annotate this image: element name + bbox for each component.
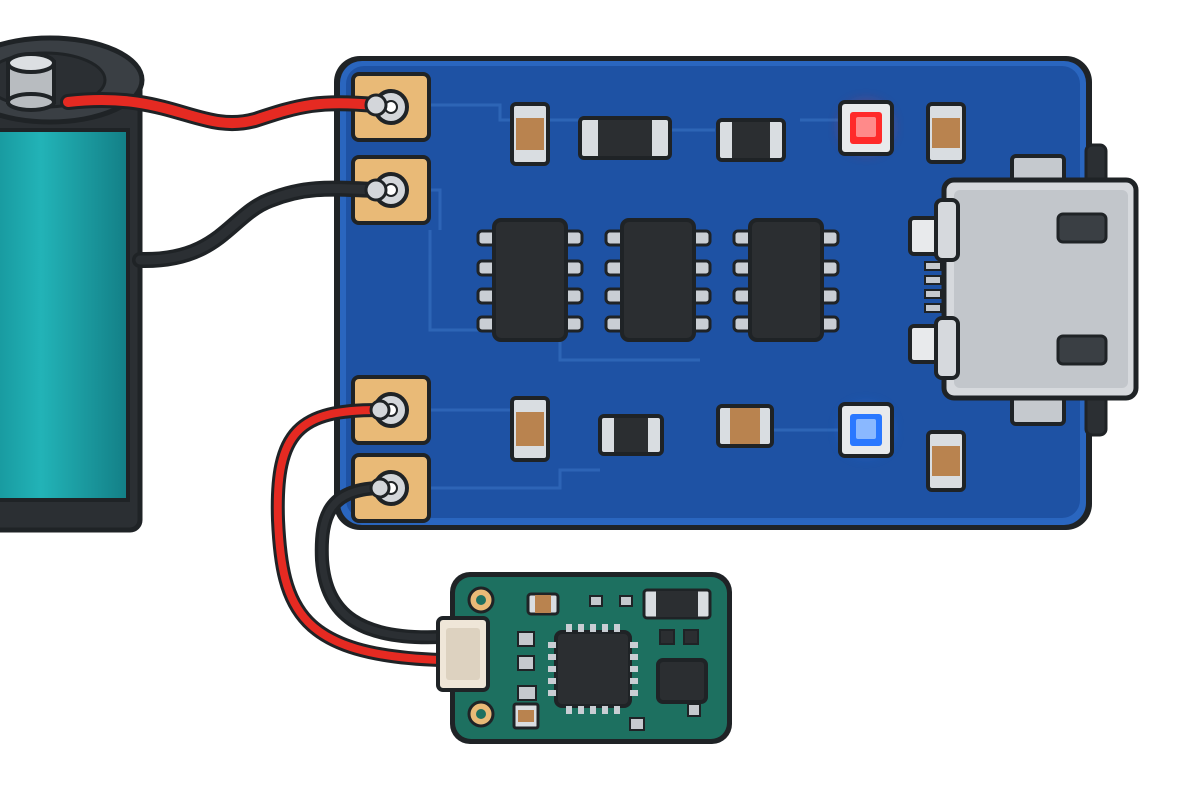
jst-connector	[436, 616, 490, 692]
resistor	[926, 102, 966, 164]
mcu-pin	[614, 706, 620, 714]
ic-body	[492, 218, 568, 342]
mcu-pin	[578, 706, 584, 714]
mcu-pin	[602, 706, 608, 714]
status-led-blue	[838, 402, 894, 458]
ic-chips	[476, 218, 840, 342]
ic-chip	[604, 218, 712, 342]
load-module	[436, 572, 732, 744]
small-smd	[517, 595, 701, 731]
mounting-hole	[467, 586, 495, 614]
ic-chip	[476, 218, 584, 342]
mcu-pin	[590, 624, 596, 632]
mcu-pin	[566, 706, 572, 714]
mcu-pin	[630, 654, 638, 660]
mcu-pin	[614, 624, 620, 632]
mcu-pin	[548, 690, 556, 696]
diode	[642, 588, 712, 620]
status-led-red	[838, 100, 894, 156]
mcu-pin	[630, 678, 638, 684]
capacitor	[598, 414, 664, 456]
mcu-pin	[630, 666, 638, 672]
mcu-pin	[590, 706, 596, 714]
wire-black-battery	[132, 180, 383, 269]
resistor	[510, 102, 550, 166]
pad-bat-plus	[351, 72, 431, 142]
pad-out-plus	[351, 375, 431, 445]
capacitor	[716, 404, 774, 448]
mcu-pin	[548, 654, 556, 660]
sensor-chip	[656, 658, 708, 704]
mcu-pin	[548, 678, 556, 684]
ic-body	[620, 218, 696, 342]
ic-body	[748, 218, 824, 342]
wire-black-output	[314, 481, 447, 645]
diode	[716, 118, 786, 162]
resistor	[512, 702, 540, 730]
resistor	[510, 396, 550, 462]
mounting-hole	[467, 700, 495, 728]
mcu-pin	[548, 642, 556, 648]
mcu-pin	[578, 624, 584, 632]
battery-cell	[0, 35, 145, 533]
wire-red-output	[270, 403, 447, 667]
wires	[60, 91, 447, 667]
ic-chip	[732, 218, 840, 342]
capacitor	[526, 592, 560, 616]
microcontroller-chip	[548, 624, 638, 714]
mcu-pin	[630, 642, 638, 648]
mcu-pin	[548, 666, 556, 672]
resistor	[926, 430, 966, 492]
micro-usb-port	[908, 143, 1139, 437]
wire-red-battery	[60, 91, 383, 132]
mcu-pin	[602, 624, 608, 632]
mcu-pin	[630, 690, 638, 696]
capacitor	[578, 116, 672, 160]
mcu-pin	[566, 624, 572, 632]
battery-terminal	[6, 52, 56, 112]
